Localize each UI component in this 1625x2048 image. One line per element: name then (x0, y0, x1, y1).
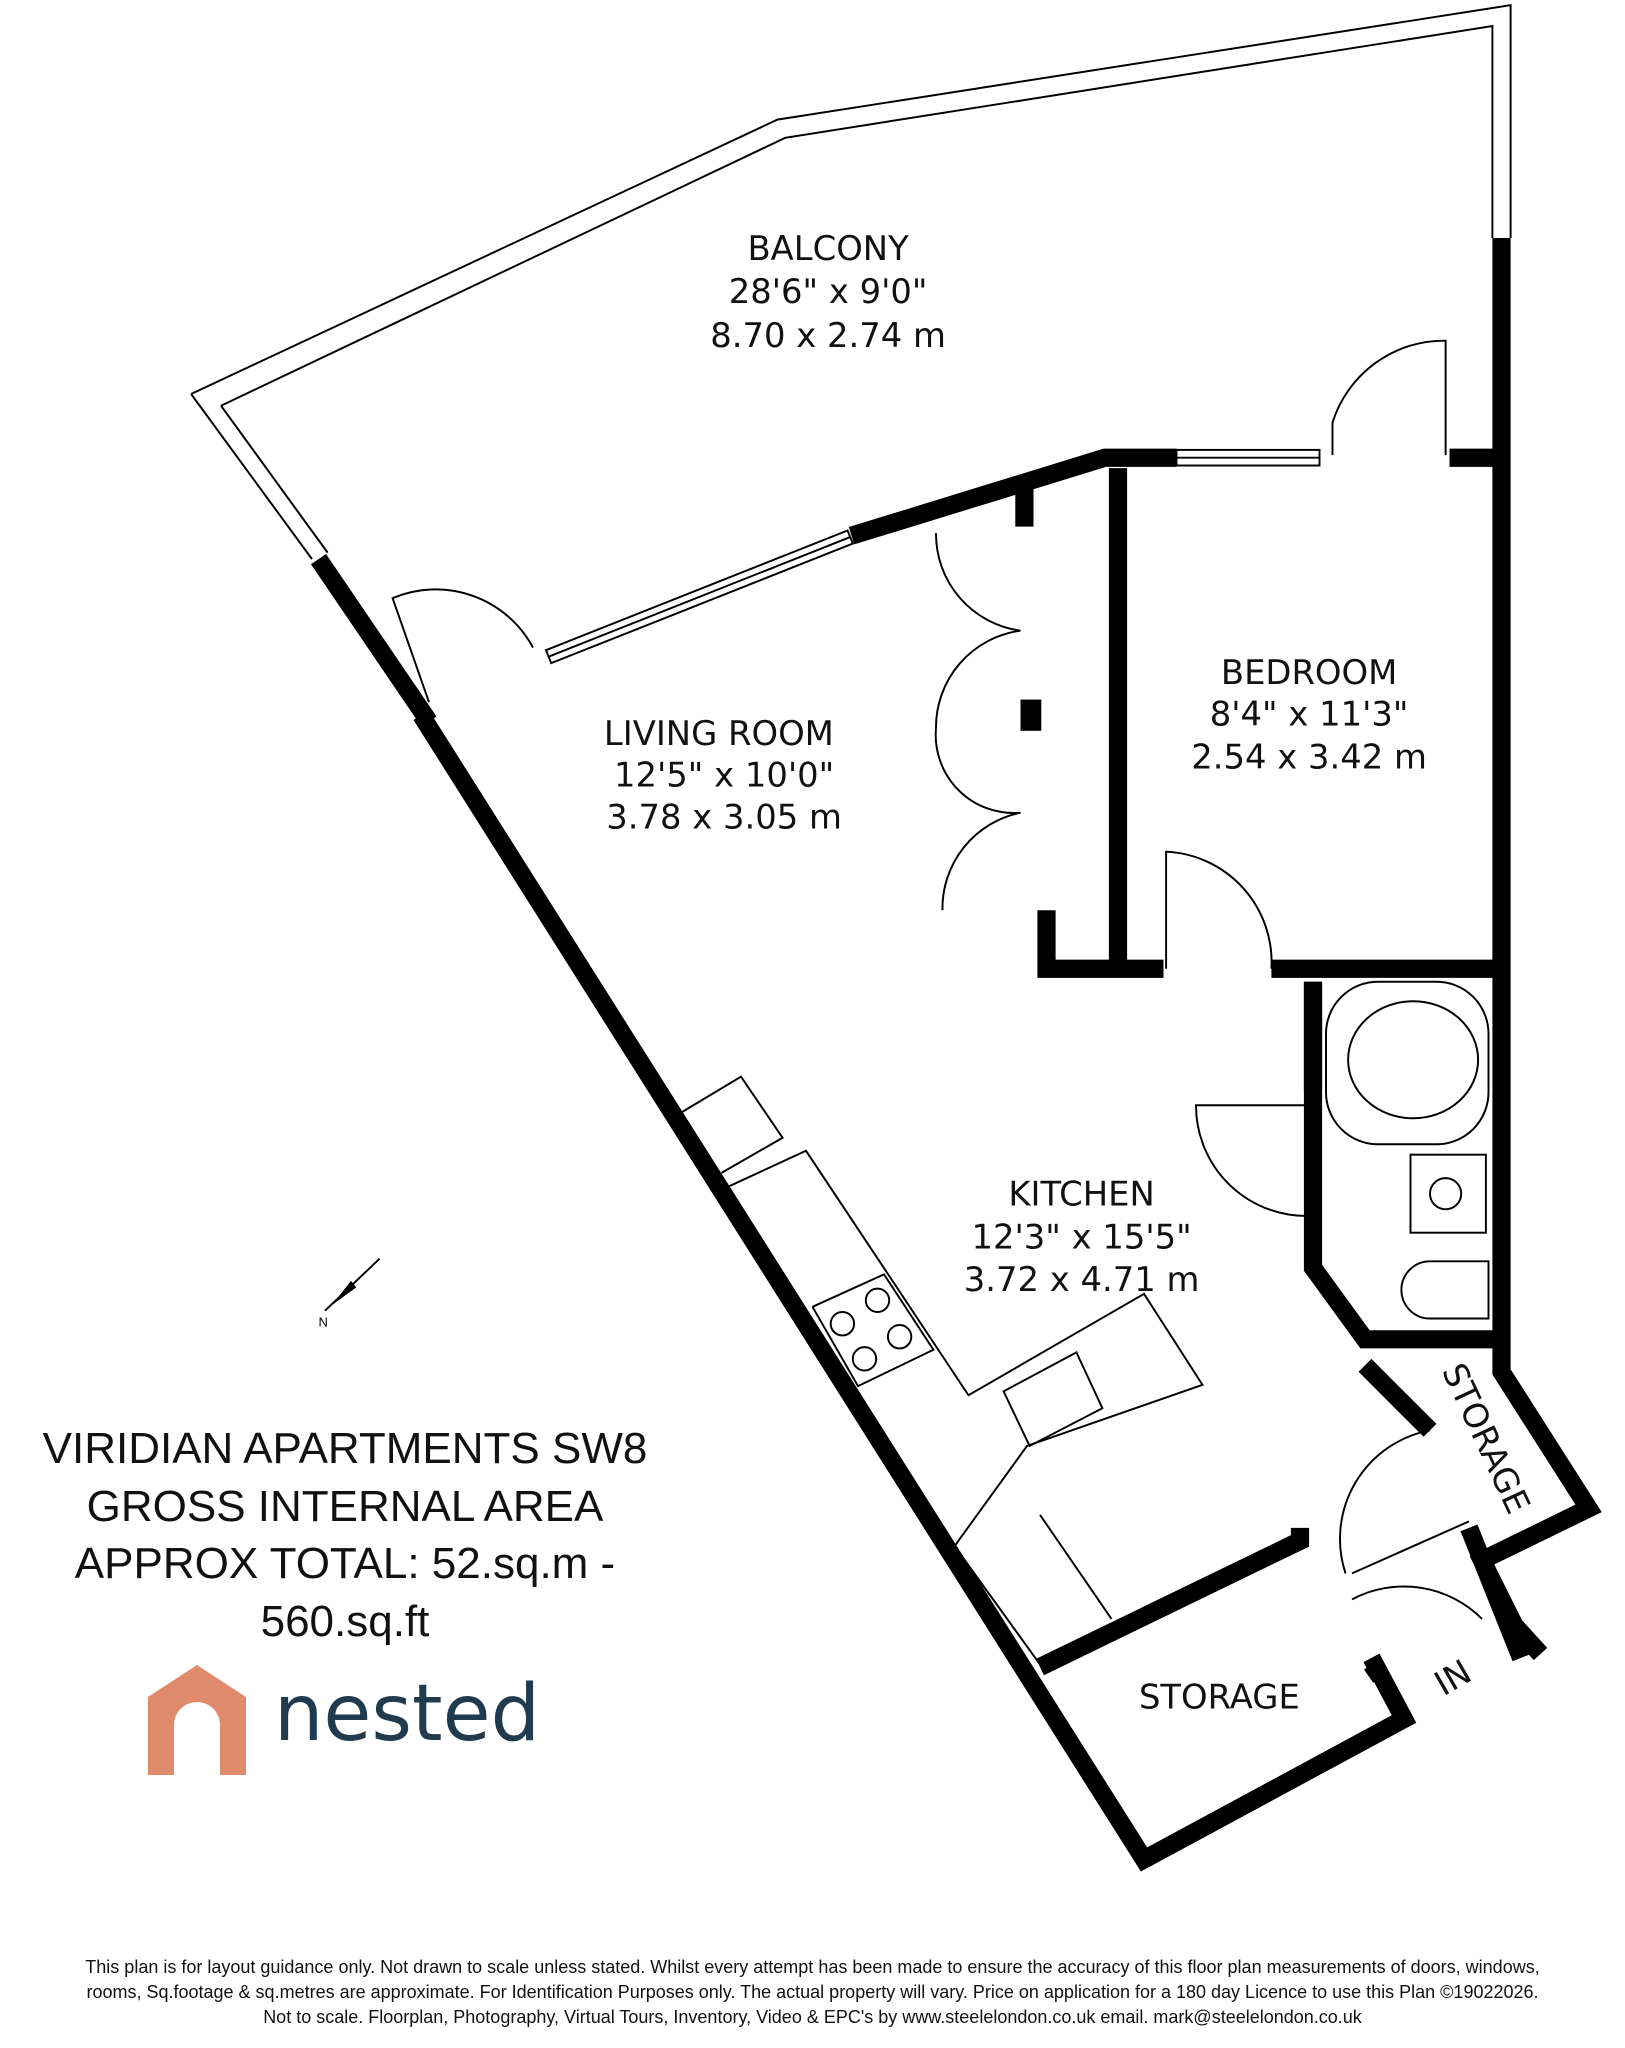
room-balcony: BALCONY 28'6" x 9'0" 8.70 x 2.74 m (710, 229, 946, 355)
disclaimer-line-1: This plan is for layout guidance only. N… (85, 1957, 1540, 1977)
storage-label: STORAGE (1434, 1357, 1537, 1519)
disclaimer: This plan is for layout guidance only. N… (0, 1955, 1625, 2030)
room-kitchen: KITCHEN 12'3" x 15'5" 3.72 x 4.71 m (964, 1174, 1200, 1299)
compass-label: N (318, 1314, 327, 1329)
balcony-railing (190, 4, 1512, 560)
room-name: BEDROOM (1221, 653, 1397, 692)
room-metric: 3.78 x 3.05 m (606, 797, 842, 836)
disclaimer-line-2: rooms, Sq.footage & sq.metres are approx… (86, 1982, 1539, 2002)
room-name: KITCHEN (1008, 1174, 1154, 1213)
door-swings (391, 339, 1483, 1620)
storage-label: STORAGE (1139, 1678, 1300, 1717)
room-imperial: 12'3" x 15'5" (972, 1217, 1192, 1256)
room-metric: 2.54 x 3.42 m (1191, 737, 1427, 776)
entrance-label: IN (1428, 1652, 1478, 1703)
nested-logo: nested (148, 1665, 540, 1775)
room-metric: 3.72 x 4.71 m (964, 1260, 1200, 1299)
summary-line-3: APPROX TOTAL: 52.sq.m - 560.sq.ft (74, 1539, 616, 1646)
room-name: LIVING ROOM (604, 714, 834, 753)
room-imperial: 12'5" x 10'0" (614, 756, 834, 795)
windows (544, 448, 1321, 665)
room-name: BALCONY (747, 229, 909, 268)
house-icon (148, 1665, 246, 1775)
summary-line-1: VIRIDIAN APARTMENTS SW8 (42, 1424, 648, 1473)
compass-icon: N (318, 1258, 381, 1329)
room-metric: 8.70 x 2.74 m (710, 316, 946, 355)
bathroom-fittings (1325, 980, 1490, 1320)
summary-line-2: GROSS INTERNAL AREA (86, 1482, 604, 1531)
kitchen-fittings (681, 1075, 1204, 1665)
room-imperial: 8'4" x 11'3" (1210, 695, 1409, 734)
room-living: LIVING ROOM 12'5" x 10'0" 3.78 x 3.05 m (604, 714, 842, 836)
disclaimer-line-3: Not to scale. Floorplan, Photography, Vi… (263, 2007, 1362, 2027)
room-imperial: 28'6" x 9'0" (729, 272, 928, 311)
walls (310, 237, 1602, 1872)
logo-text: nested (274, 1669, 541, 1759)
room-bedroom: BEDROOM 8'4" x 11'3" 2.54 x 3.42 m (1191, 653, 1427, 777)
